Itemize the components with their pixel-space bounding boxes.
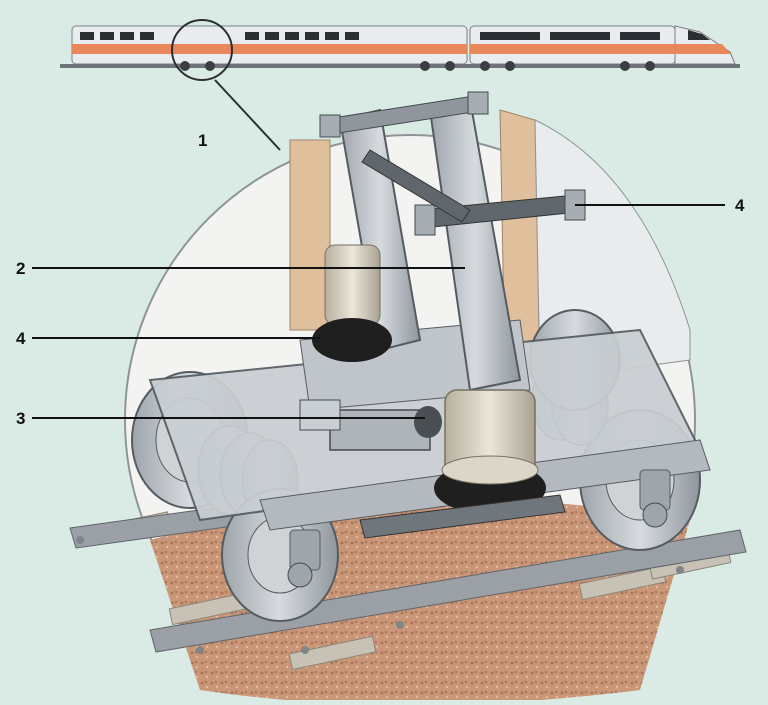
callout-2: 2 bbox=[16, 259, 26, 278]
callout-3: 3 bbox=[16, 409, 26, 428]
magnifier-leader bbox=[214, 79, 281, 151]
callout-1: 1 bbox=[198, 131, 208, 150]
callout-4-top: 4 bbox=[735, 196, 745, 215]
callout-4-left: 4 bbox=[16, 329, 26, 348]
train-silhouette bbox=[60, 19, 740, 81]
magnifier-circle bbox=[171, 19, 233, 81]
leader-lines bbox=[32, 204, 725, 419]
